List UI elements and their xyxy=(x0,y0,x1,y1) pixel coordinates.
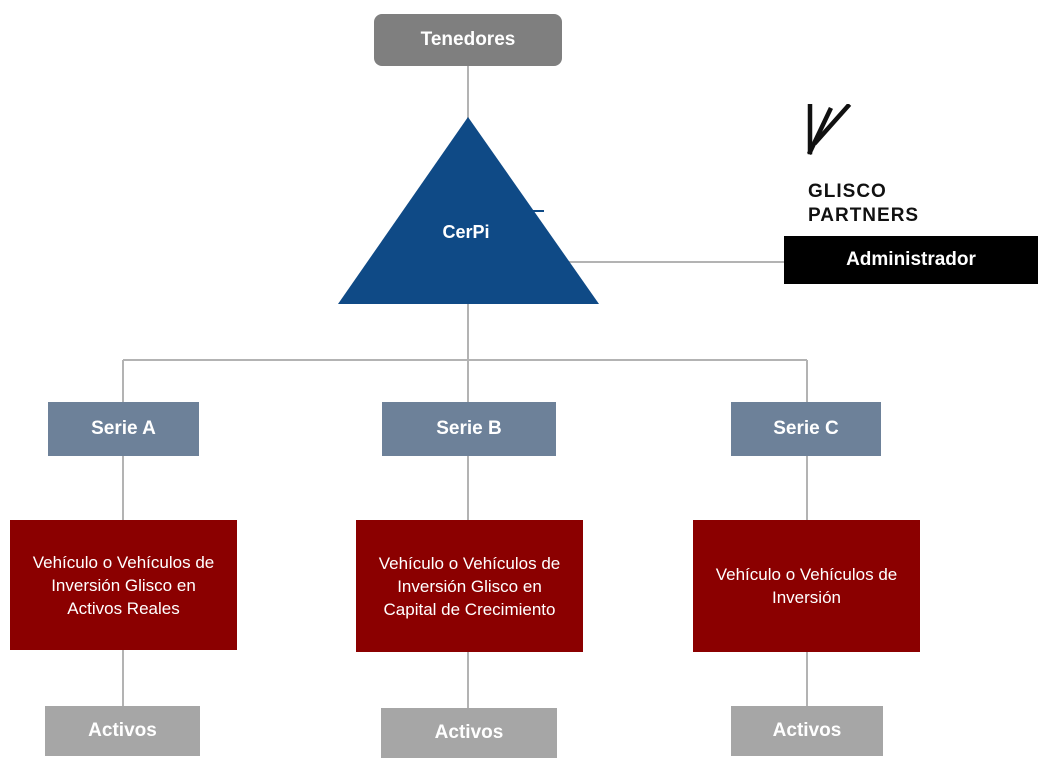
assets-c-label: Activos xyxy=(772,720,842,741)
assets-b-label: Activos xyxy=(434,722,504,743)
vehicle-b-box: Vehículo o Vehículos de Inversión Glisco… xyxy=(356,520,583,652)
serie-c-label: Serie C xyxy=(773,418,839,439)
vehicle-a-label: Vehículo o Vehículos de Inversión Glisco… xyxy=(32,552,215,618)
serie-a-box: Serie A xyxy=(48,402,199,456)
vehicle-b-label: Vehículo o Vehículos de Inversión Glisco… xyxy=(378,553,561,619)
brand-line-2: PARTNERS xyxy=(808,205,920,226)
assets-a-label: Activos xyxy=(88,720,157,741)
glisco-partners-logo-icon xyxy=(807,104,852,155)
tenedores-box: Tenedores xyxy=(374,14,562,66)
serie-c-box: Serie C xyxy=(731,402,881,456)
assets-b-box: Activos xyxy=(381,708,557,758)
assets-a-box: Activos xyxy=(45,706,200,756)
vehicle-c-box: Vehículo o Vehículos de Inversión xyxy=(693,520,920,652)
serie-a-label: Serie A xyxy=(91,418,156,439)
tenedores-label: Tenedores xyxy=(420,29,516,50)
serie-b-label: Serie B xyxy=(436,418,502,439)
brand-line-1: GLISCO xyxy=(808,181,887,202)
cerpi-label: CerPi xyxy=(442,222,490,242)
assets-c-box: Activos xyxy=(731,706,883,756)
cerpi-triangle xyxy=(338,117,599,304)
administrador-box: Administrador xyxy=(784,236,1038,284)
administrador-label: Administrador xyxy=(846,249,976,270)
vehicle-c-label: Vehículo o Vehículos de Inversión xyxy=(715,565,898,607)
glisco-partners-wordmark: GLISCO PARTNERS xyxy=(808,180,919,228)
serie-b-box: Serie B xyxy=(382,402,556,456)
vehicle-a-box: Vehículo o Vehículos de Inversión Glisco… xyxy=(10,520,237,650)
